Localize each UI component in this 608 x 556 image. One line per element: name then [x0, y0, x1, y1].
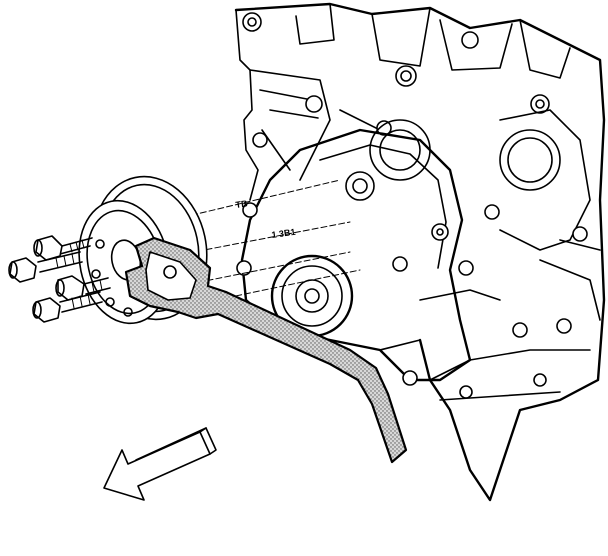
stamp-upper: TB	[235, 198, 249, 210]
timing-cover-icon	[236, 119, 501, 386]
bolt-icon	[8, 235, 111, 323]
arrow-left-icon	[103, 427, 217, 501]
bolt-2	[8, 251, 83, 283]
engine-block-icon	[234, 2, 606, 502]
bolt-1	[33, 235, 93, 261]
bolt-4	[32, 291, 103, 323]
stamp-lower: 1 3B1	[271, 227, 296, 240]
holding-tool-icon	[124, 236, 408, 464]
bolt-3	[55, 275, 111, 301]
